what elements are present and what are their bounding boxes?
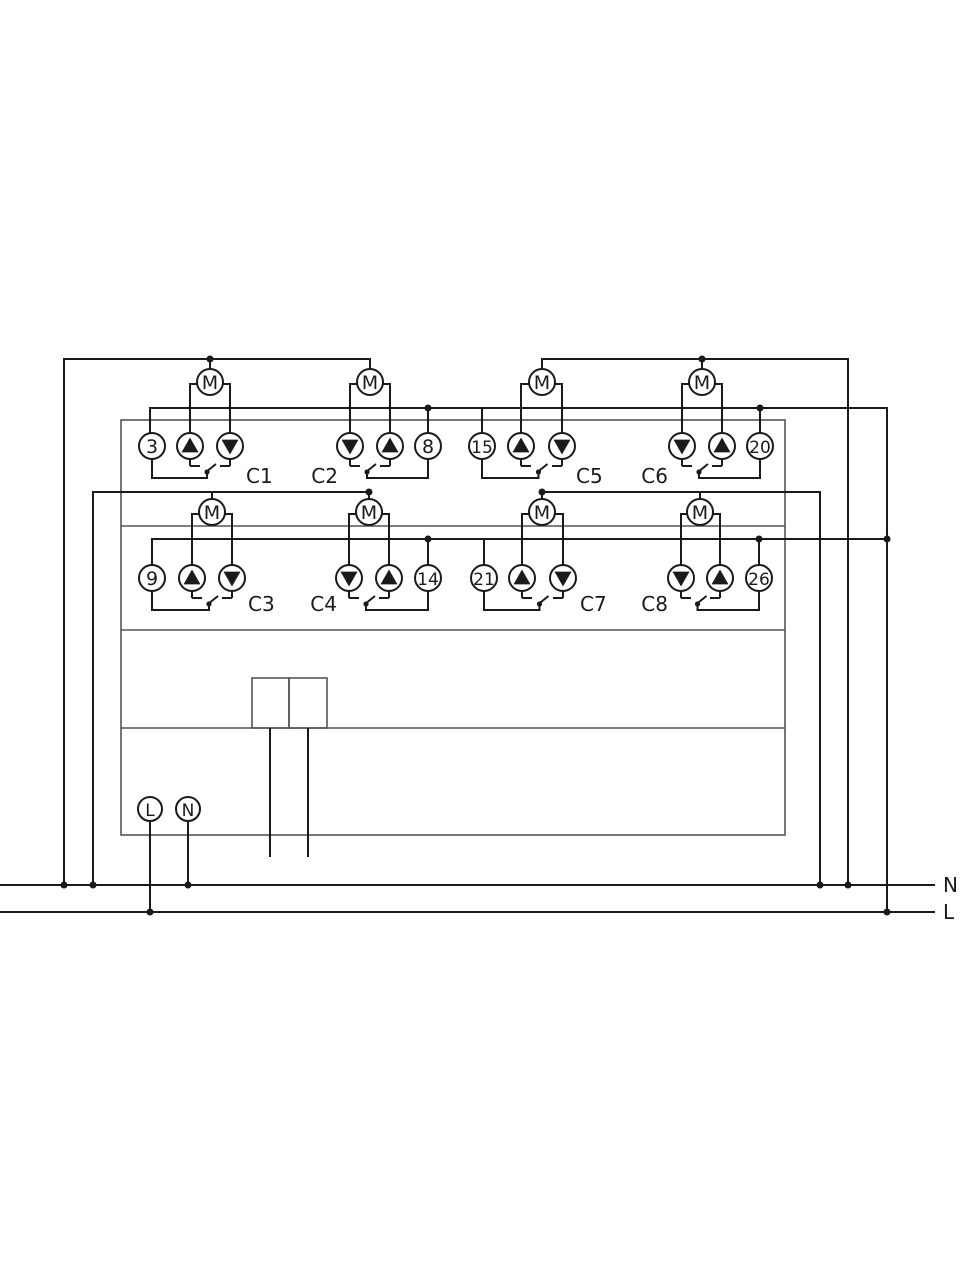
motor-label: M (202, 372, 218, 394)
terminal-link (365, 591, 429, 611)
motor-label: M (534, 372, 550, 394)
triangle-up-icon (513, 569, 531, 585)
triangle-down-icon (221, 439, 239, 455)
motor-icon (198, 498, 226, 526)
channel-label: C8 (641, 592, 668, 616)
channel-label: C2 (311, 464, 338, 488)
channel-label: C7 (580, 592, 607, 616)
triangle-down-icon (223, 571, 241, 587)
terminal-21 (470, 564, 498, 592)
terminal-number: 26 (748, 570, 770, 590)
channel-c1: M 3C1 (138, 368, 273, 488)
channel-label: C1 (246, 464, 273, 488)
motor-icon (528, 498, 556, 526)
channel-c3: M 9C3 (138, 498, 275, 616)
triangle-up-icon (181, 437, 199, 453)
terminal-link (366, 459, 429, 479)
terminal-number: 20 (749, 438, 771, 458)
terminal-14 (414, 564, 442, 592)
terminal-3 (138, 432, 166, 460)
channel-label: C4 (310, 592, 337, 616)
triangle-up-icon (713, 437, 731, 453)
terminal-n-label: N (182, 801, 195, 821)
triangle-down-icon (672, 571, 690, 587)
triangle-up-icon (711, 569, 729, 585)
terminal-15 (468, 432, 496, 460)
live-rail-label: L (943, 900, 955, 924)
bus-connector-leads (269, 728, 309, 857)
terminal-number: 21 (473, 570, 495, 590)
terminal-number: 8 (422, 436, 434, 458)
supply-wiring (146, 822, 192, 916)
triangle-down-icon (340, 571, 358, 587)
terminal-number: 14 (417, 570, 439, 590)
terminal-link (698, 459, 761, 479)
terminal-20 (746, 432, 774, 460)
neutral-return-wiring (60, 355, 852, 889)
terminal-number: 9 (146, 568, 158, 590)
motor-icon (528, 368, 556, 396)
motor-icon (355, 498, 383, 526)
motor-label: M (692, 502, 708, 524)
motor-icon (686, 498, 714, 526)
terminal-link (481, 459, 540, 479)
channel-c2: M 8C2 (311, 368, 442, 488)
motor-label: M (534, 502, 550, 524)
motor-label: M (361, 502, 377, 524)
triangle-down-icon (341, 439, 359, 455)
device-housing (120, 419, 786, 836)
motor-icon (688, 368, 716, 396)
terminal-link (151, 459, 208, 479)
motor-icon (356, 368, 384, 396)
motor-label: M (694, 372, 710, 394)
channel-label: C3 (248, 592, 275, 616)
motor-label: M (362, 372, 378, 394)
motor-label: M (204, 502, 220, 524)
triangle-up-icon (381, 437, 399, 453)
triangle-down-icon (673, 439, 691, 455)
live-feed-wiring (149, 404, 891, 916)
triangle-up-icon (380, 569, 398, 585)
terminal-link (696, 591, 760, 611)
terminal-number: 15 (471, 438, 493, 458)
terminal-number: 3 (146, 436, 158, 458)
terminal-link (483, 591, 541, 611)
channel-label: C5 (576, 464, 603, 488)
terminal-8 (414, 432, 442, 460)
triangle-down-icon (553, 439, 571, 455)
terminal-l (137, 796, 163, 822)
terminal-n (175, 796, 201, 822)
triangle-down-icon (554, 571, 572, 587)
terminal-l-label: L (145, 801, 155, 821)
terminal-link (151, 591, 210, 611)
motor-icon (196, 368, 224, 396)
neutral-rail-label: N (943, 873, 958, 897)
triangle-up-icon (512, 437, 530, 453)
terminal-9 (138, 564, 166, 592)
terminal-26 (745, 564, 773, 592)
triangle-up-icon (183, 569, 201, 585)
channel-label: C6 (641, 464, 668, 488)
